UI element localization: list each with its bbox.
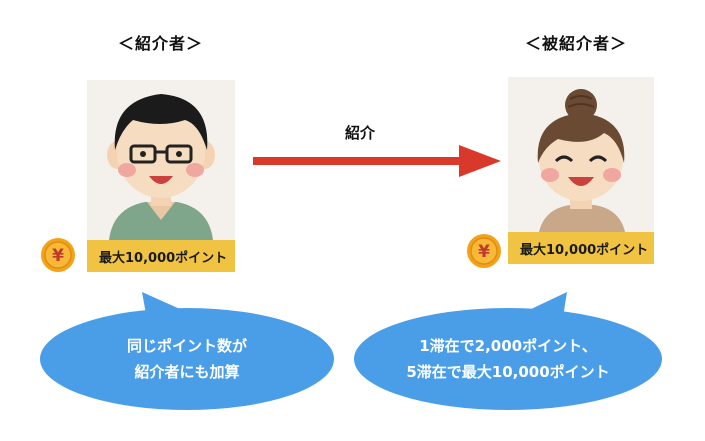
referee-heading: ＜被紹介者＞ (525, 34, 628, 53)
arrow-label: 紹介 (345, 124, 376, 142)
referee-bubble-line-2: 5滞在で最大10,000ポイント (406, 363, 610, 381)
referee-bubble-line-1: 1滞在で2,000ポイント、 (419, 337, 597, 355)
referrer-bubble-line-1: 同じポイント数が (126, 337, 247, 355)
coin-symbol: ¥ (478, 242, 490, 262)
referrer-points-badge-text: 最大10,000ポイント (99, 250, 228, 266)
man-with-glasses-illustration (107, 94, 215, 240)
referrer-points-badge: 最大10,000ポイント (87, 240, 235, 272)
referee-bubble-text: 1滞在で2,000ポイント、 5滞在で最大10,000ポイント (354, 333, 662, 385)
yen-coin-icon: ¥ (40, 237, 76, 273)
referee-speech-bubble (354, 292, 662, 410)
referee-portrait (508, 77, 654, 237)
referrer-portrait (87, 80, 235, 240)
woman-with-bun-illustration (537, 89, 626, 237)
referrer-bubble-text: 同じポイント数が 紹介者にも加算 (40, 333, 334, 385)
referrer-speech-bubble (40, 292, 334, 410)
referee-points-badge-text: 最大10,000ポイント (520, 242, 649, 258)
referee-points-badge: 最大10,000ポイント (508, 232, 654, 264)
coin-symbol: ¥ (52, 246, 64, 266)
referrer-heading: ＜紹介者＞ (118, 34, 204, 53)
referrer-bubble-line-2: 紹介者にも加算 (134, 363, 240, 381)
right-arrow (253, 145, 501, 177)
yen-coin-icon: ¥ (466, 233, 502, 269)
